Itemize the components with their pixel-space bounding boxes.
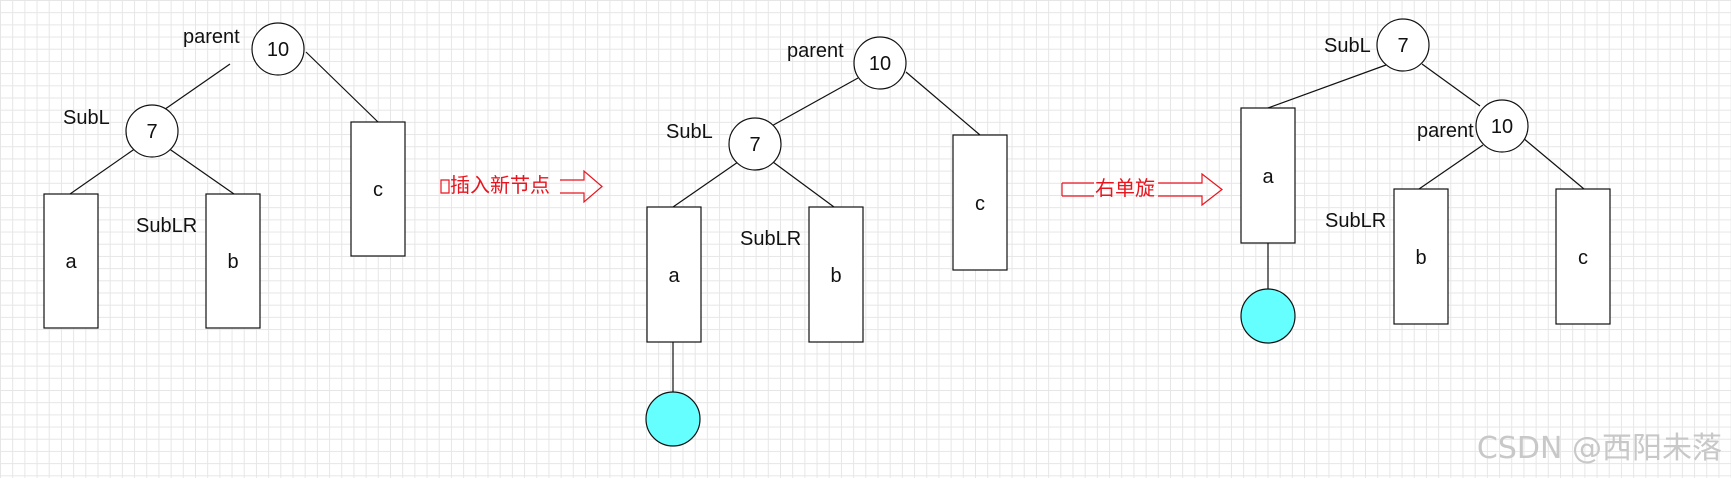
label-sublr: SubLR <box>136 215 197 237</box>
svg-text:10: 10 <box>869 53 891 75</box>
svg-text:a: a <box>65 251 77 273</box>
node2-parent: 10 <box>853 36 907 90</box>
edge2-7-a <box>672 161 739 208</box>
stage-before-insert: 10 parent 7 SubL a b SubLR c <box>43 22 406 329</box>
node3-parent: 10 <box>1475 99 1529 153</box>
node-subl: 7 <box>125 104 179 158</box>
label2-parent: parent <box>787 40 844 62</box>
label2-sublr: SubLR <box>740 228 801 250</box>
svg-text:b: b <box>830 265 841 287</box>
node2-subl: 7 <box>728 117 782 171</box>
subtree2-b: b <box>808 206 864 343</box>
subtree3-a: a <box>1240 107 1296 244</box>
new-node-rotated <box>1240 288 1296 344</box>
subtree-c: c <box>350 121 406 257</box>
stage-after-insert: 10 parent 7 SubL a b SubLR c <box>645 36 1008 447</box>
edge2-7-b <box>772 161 835 208</box>
svg-text:c: c <box>975 193 985 215</box>
svg-text:b: b <box>227 251 238 273</box>
svg-text:c: c <box>1578 247 1588 269</box>
label2-subl: SubL <box>666 121 713 143</box>
subtree-b: b <box>205 193 261 329</box>
edge3-10-b <box>1418 144 1484 190</box>
edge-10-c <box>305 51 379 123</box>
edge2-10-c <box>905 71 981 136</box>
arrow-insert-label: 插入新节点 <box>450 173 550 197</box>
node-subl-value: 7 <box>146 121 157 143</box>
watermark: CSDN @西阳未落 <box>1477 431 1722 466</box>
edge3-10-c <box>1522 137 1585 190</box>
svg-text:b: b <box>1415 247 1426 269</box>
label3-parent: parent <box>1417 120 1474 142</box>
arrow-rotate-label: 右单旋 <box>1095 176 1155 200</box>
edge-7-b <box>167 147 235 195</box>
label-subl: SubL <box>63 107 110 129</box>
label3-subl: SubL <box>1324 35 1371 57</box>
svg-text:7: 7 <box>749 134 760 156</box>
label3-sublr: SubLR <box>1325 210 1386 232</box>
edge2-10-7 <box>767 77 859 129</box>
svg-text:10: 10 <box>1491 116 1513 138</box>
edge-7-a <box>69 147 137 195</box>
subtree2-c: c <box>952 134 1008 271</box>
svg-text:7: 7 <box>1397 35 1408 57</box>
arrow-insert: 插入新节点 <box>440 169 603 204</box>
node-parent-value: 10 <box>267 39 289 61</box>
subtree2-a: a <box>646 206 702 343</box>
svg-text:a: a <box>668 265 680 287</box>
node3-subl: 7 <box>1376 18 1430 72</box>
svg-text:a: a <box>1262 166 1274 188</box>
subtree-a: a <box>43 193 99 329</box>
svg-text:c: c <box>373 179 383 201</box>
edge3-7-10 <box>1421 63 1481 107</box>
edge-10-7 <box>157 63 231 115</box>
label-parent: parent <box>183 26 240 48</box>
arrow-rotate: 右单旋 <box>1061 172 1223 207</box>
node-parent: 10 <box>251 22 305 76</box>
subtree3-b: b <box>1393 188 1449 325</box>
new-node <box>645 391 701 447</box>
subtree3-c: c <box>1555 188 1611 325</box>
stage-after-rotate: 7 SubL 10 parent a b SubLR c <box>1240 18 1611 344</box>
edge3-7-a <box>1267 64 1387 109</box>
